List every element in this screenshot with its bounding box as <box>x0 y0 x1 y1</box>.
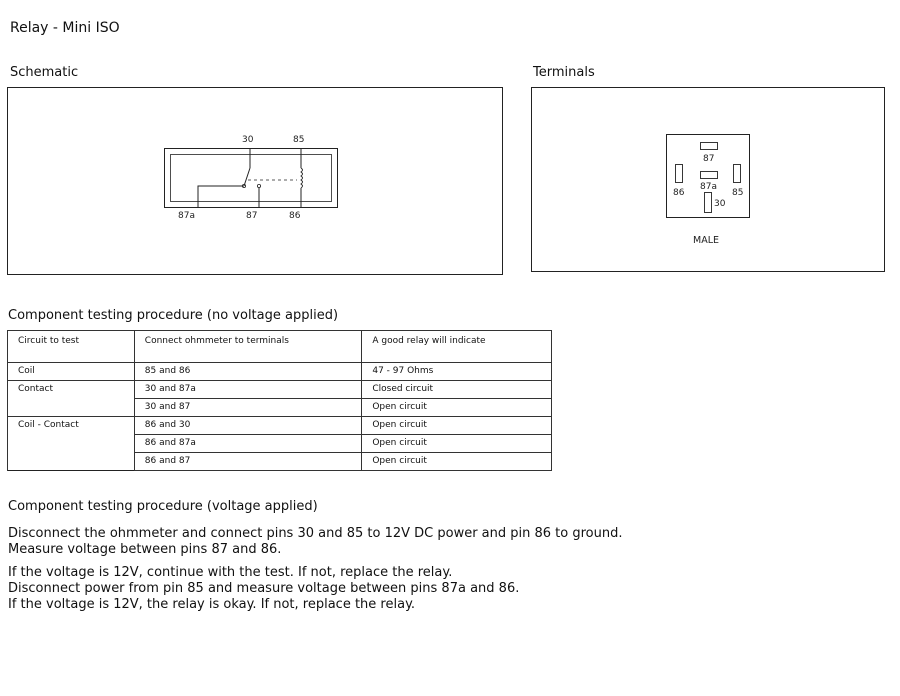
table-row: Coil 85 and 86 47 - 97 Ohms <box>7 362 552 381</box>
pin-label-85: 85 <box>293 135 304 145</box>
cell-circuit <box>7 434 135 453</box>
terminal-layout-diagram: 87 87a 86 85 30 MALE <box>666 134 750 246</box>
cell-result: Open circuit <box>361 398 552 417</box>
terminal-gender-caption: MALE <box>693 235 719 246</box>
cell-terminals: 30 and 87 <box>133 398 363 417</box>
blade-85 <box>733 164 741 183</box>
page-title: Relay - Mini ISO <box>10 20 120 36</box>
terminal-label-85: 85 <box>732 188 743 198</box>
voltage-instructions-part1: Disconnect the ohmmeter and connect pins… <box>8 526 623 558</box>
relay-schematic-diagram: 30 85 87a 87 86 <box>164 135 338 221</box>
cell-terminals: 30 and 87a <box>133 380 363 399</box>
blade-86 <box>675 164 683 183</box>
cell-terminals: 85 and 86 <box>133 362 363 381</box>
ohmmeter-test-table: Circuit to test Connect ohmmeter to term… <box>7 330 552 471</box>
cell-result: Open circuit <box>361 452 552 471</box>
cell-terminals: 86 and 87 <box>133 452 363 471</box>
relay-housing-inner <box>170 154 332 202</box>
blade-87a <box>700 171 718 179</box>
terminal-label-87a: 87a <box>700 182 717 192</box>
instruction-line: Disconnect the ohmmeter and connect pins… <box>8 526 623 541</box>
voltage-instructions-part2: If the voltage is 12V, continue with the… <box>8 565 519 613</box>
pin-87-contact <box>256 184 261 189</box>
terminals-panel: 87 87a 86 85 30 MALE <box>531 87 885 272</box>
no-voltage-heading: Component testing procedure (no voltage … <box>8 308 339 323</box>
terminal-label-30: 30 <box>714 199 726 209</box>
cell-circuit <box>7 452 135 471</box>
cell-circuit <box>7 398 135 417</box>
relay-housing-outer <box>164 148 338 208</box>
table-row: 86 and 87 Open circuit <box>7 452 552 471</box>
pin-87a-lead <box>197 185 244 208</box>
cell-terminals: 86 and 87a <box>133 434 363 453</box>
instruction-line: If the voltage is 12V, the relay is okay… <box>8 597 416 612</box>
pin-label-86: 86 <box>289 211 301 221</box>
terminals-label: Terminals <box>533 65 595 80</box>
coil-winding <box>300 167 303 189</box>
cell-circuit: Coil <box>7 362 135 381</box>
table-row: Contact 30 and 87a Closed circuit <box>7 380 552 399</box>
terminal-label-86: 86 <box>673 188 685 198</box>
cell-circuit: Contact <box>7 380 135 399</box>
schematic-label: Schematic <box>10 65 79 80</box>
instruction-line: Disconnect power from pin 85 and measure… <box>8 581 520 596</box>
cell-result: 47 - 97 Ohms <box>361 362 552 381</box>
instruction-line: If the voltage is 12V, continue with the… <box>8 565 453 580</box>
pin-label-87: 87 <box>246 211 257 221</box>
col-header-terminals: Connect ohmmeter to terminals <box>133 330 363 363</box>
cell-result: Open circuit <box>361 416 552 435</box>
voltage-heading: Component testing procedure (voltage app… <box>8 499 318 514</box>
terminal-base <box>666 134 750 218</box>
pin-label-87a: 87a <box>178 211 195 221</box>
cell-terminals: 86 and 30 <box>133 416 363 435</box>
table-row: 30 and 87 Open circuit <box>7 398 552 417</box>
schematic-panel: 30 85 87a 87 86 <box>7 87 503 275</box>
pin-label-30: 30 <box>242 135 254 145</box>
table-header-row: Circuit to test Connect ohmmeter to term… <box>7 330 552 363</box>
switch-arm <box>243 167 251 187</box>
col-header-circuit: Circuit to test <box>7 330 135 363</box>
blade-87 <box>700 142 718 150</box>
table-row: 86 and 87a Open circuit <box>7 434 552 453</box>
cell-circuit: Coil - Contact <box>7 416 135 435</box>
instruction-line: Measure voltage between pins 87 and 86. <box>8 542 282 557</box>
table-row: Coil - Contact 86 and 30 Open circuit <box>7 416 552 435</box>
col-header-result: A good relay will indicate <box>361 330 552 363</box>
cell-result: Closed circuit <box>361 380 552 399</box>
blade-30 <box>704 192 712 213</box>
terminal-label-87: 87 <box>703 154 714 164</box>
cell-result: Open circuit <box>361 434 552 453</box>
